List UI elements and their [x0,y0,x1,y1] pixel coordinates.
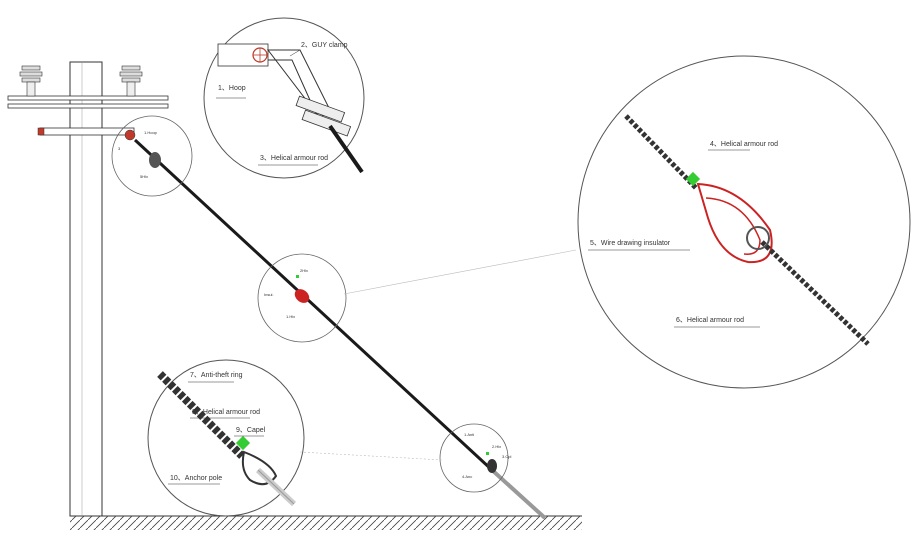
detail-circle-right-large: 4、Helical armour rod 5、Wire drawing insu… [577,55,911,389]
small-label-3: 3 [118,146,121,151]
small-label-bot-d: 4.Anc [462,474,472,479]
guy-wire [133,138,547,520]
utility-pole [7,61,169,517]
small-label-5hlx: 5Hlx [140,174,148,179]
label-anchor-pole: 10、Anchor pole [170,475,222,482]
ground [70,515,582,530]
leader-line-mid [343,249,577,295]
detail-circle-top-large: 2、GUY clamp 1、Hoop 3、Helical armour rod [203,17,365,179]
label-capel: 9、Capel [236,427,266,434]
small-label-mid-a: 2Hlx [300,268,308,273]
pole-insulator-left [19,65,43,97]
label-guy-clamp: 2、GUY clamp [301,42,348,49]
detail-circle-top-small: 1.Hoop 3 5Hlx [111,115,193,197]
small-label-hoop: 1.Hoop [144,130,158,135]
label-helical-armour-rod-8: 8、Helical armour rod [192,409,260,416]
leader-line-bottom [299,451,443,461]
small-label-bot-c: 3.Cpl [502,454,511,459]
label-helical-armour-rod-4: 4、Helical armour rod [710,141,778,148]
label-helical-armour-rod-3: 3、Helical armour rod [260,155,328,162]
small-label-bot-a: 1.Anti [464,432,474,437]
label-wire-drawing-insulator: 5、Wire drawing insulator [590,240,671,247]
small-label-mid-b: Insul. [264,292,274,297]
detail-circle-bottom-large: 7、Anti-theft ring 8、Helical armour rod 9… [147,359,305,517]
detail-circle-bottom-small: 1.Anti 2.Hlx 3.Cpl 4.Anc [439,423,511,493]
pole-insulator-right [119,65,143,97]
label-anti-theft-ring: 7、Anti-theft ring [190,372,243,379]
small-label-bot-b: 2.Hlx [492,444,501,449]
small-label-mid-c: 1.Hlx [286,314,295,319]
label-hoop: 1、Hoop [218,85,246,92]
label-helical-armour-rod-6: 6、Helical armour rod [676,317,744,324]
detail-circle-mid-small: 2Hlx Insul. 1.Hlx [257,253,347,343]
